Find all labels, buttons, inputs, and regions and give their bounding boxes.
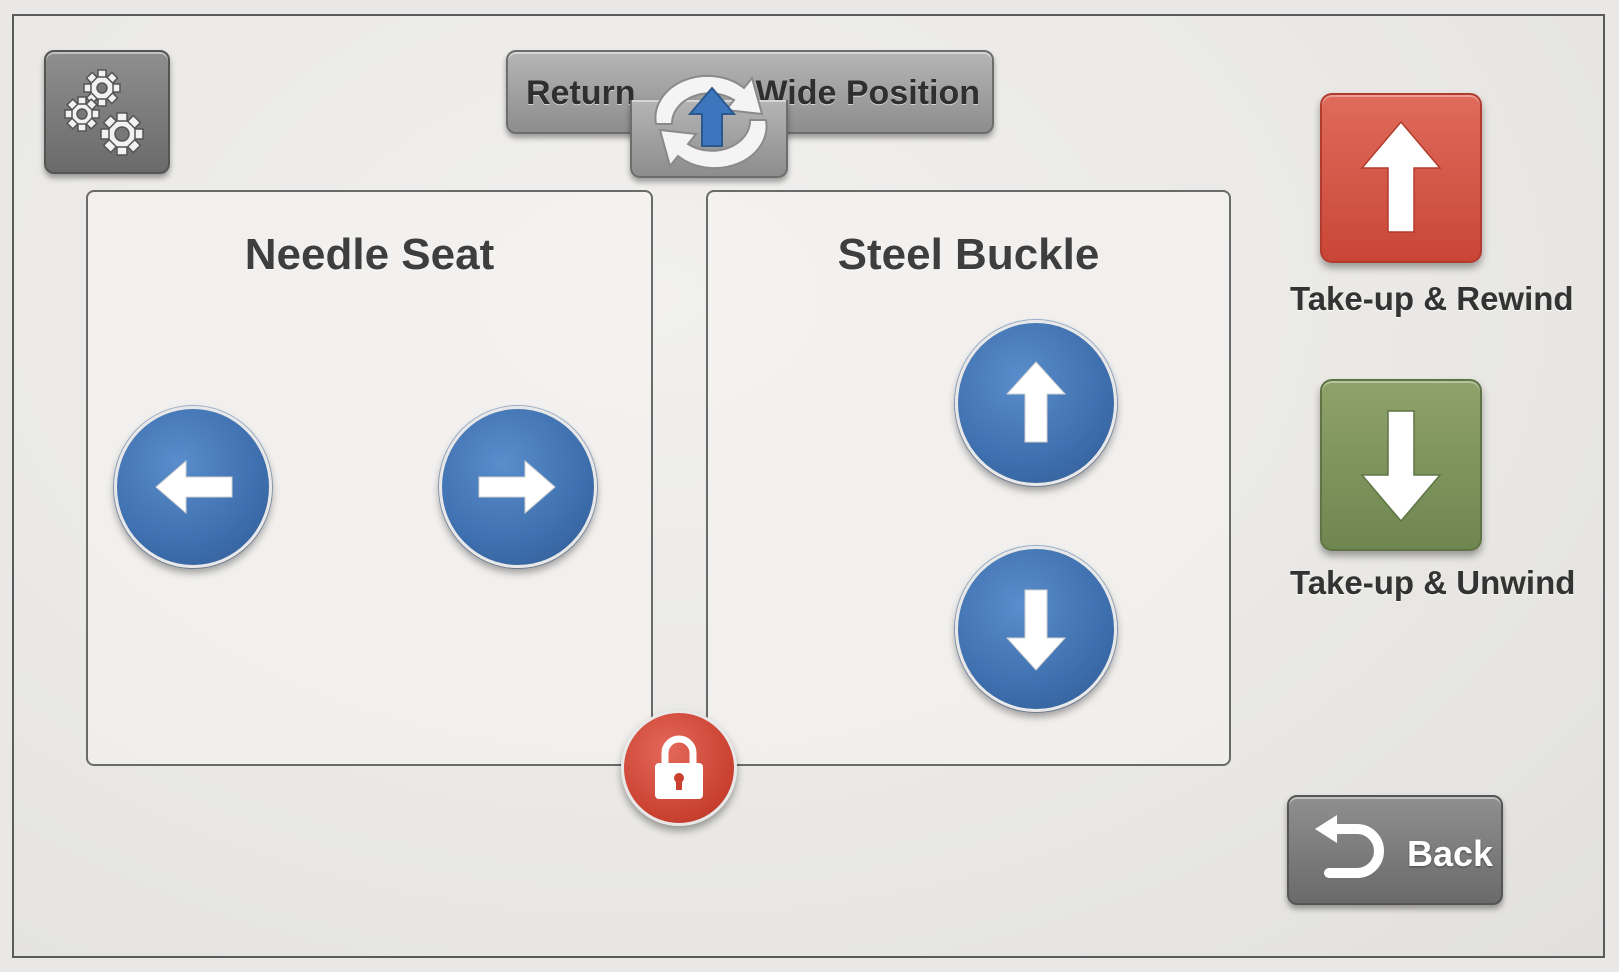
take-up-rewind-button[interactable] — [1320, 93, 1482, 263]
steel-buckle-title: Steel Buckle — [837, 230, 1100, 279]
arrow-left-icon — [155, 459, 233, 515]
arrow-down-icon — [1360, 410, 1442, 523]
back-arrow-icon — [1315, 815, 1384, 878]
back-label: Back — [1407, 833, 1494, 874]
settings-button[interactable] — [44, 50, 170, 174]
take-up-unwind-label: Take-up & Unwind — [1290, 564, 1576, 601]
needle-seat-right-button[interactable] — [439, 406, 597, 568]
steel-buckle-down-button[interactable] — [955, 546, 1117, 712]
back-button[interactable]: Back — [1287, 795, 1503, 905]
lock-icon — [655, 735, 703, 799]
steel-buckle-panel: Steel Buckle — [706, 190, 1231, 766]
gears-icon — [64, 69, 144, 156]
needle-seat-left-button[interactable] — [114, 406, 272, 568]
arrow-up-icon — [1360, 120, 1442, 233]
needle-seat-title: Needle Seat — [244, 230, 495, 279]
take-up-unwind-button[interactable] — [1320, 379, 1482, 551]
steel-buckle-up-button[interactable] — [955, 320, 1117, 486]
return-label: Return — [526, 74, 636, 112]
take-up-rewind-label: Take-up & Rewind — [1290, 280, 1574, 317]
arrow-right-icon — [478, 459, 556, 515]
cycle-arrows-icon — [654, 74, 768, 170]
wide-position-label: Wide Position — [755, 74, 980, 112]
arrow-down-icon — [1005, 589, 1067, 671]
arrow-up-icon — [1005, 361, 1067, 443]
lock-button[interactable] — [621, 710, 737, 826]
